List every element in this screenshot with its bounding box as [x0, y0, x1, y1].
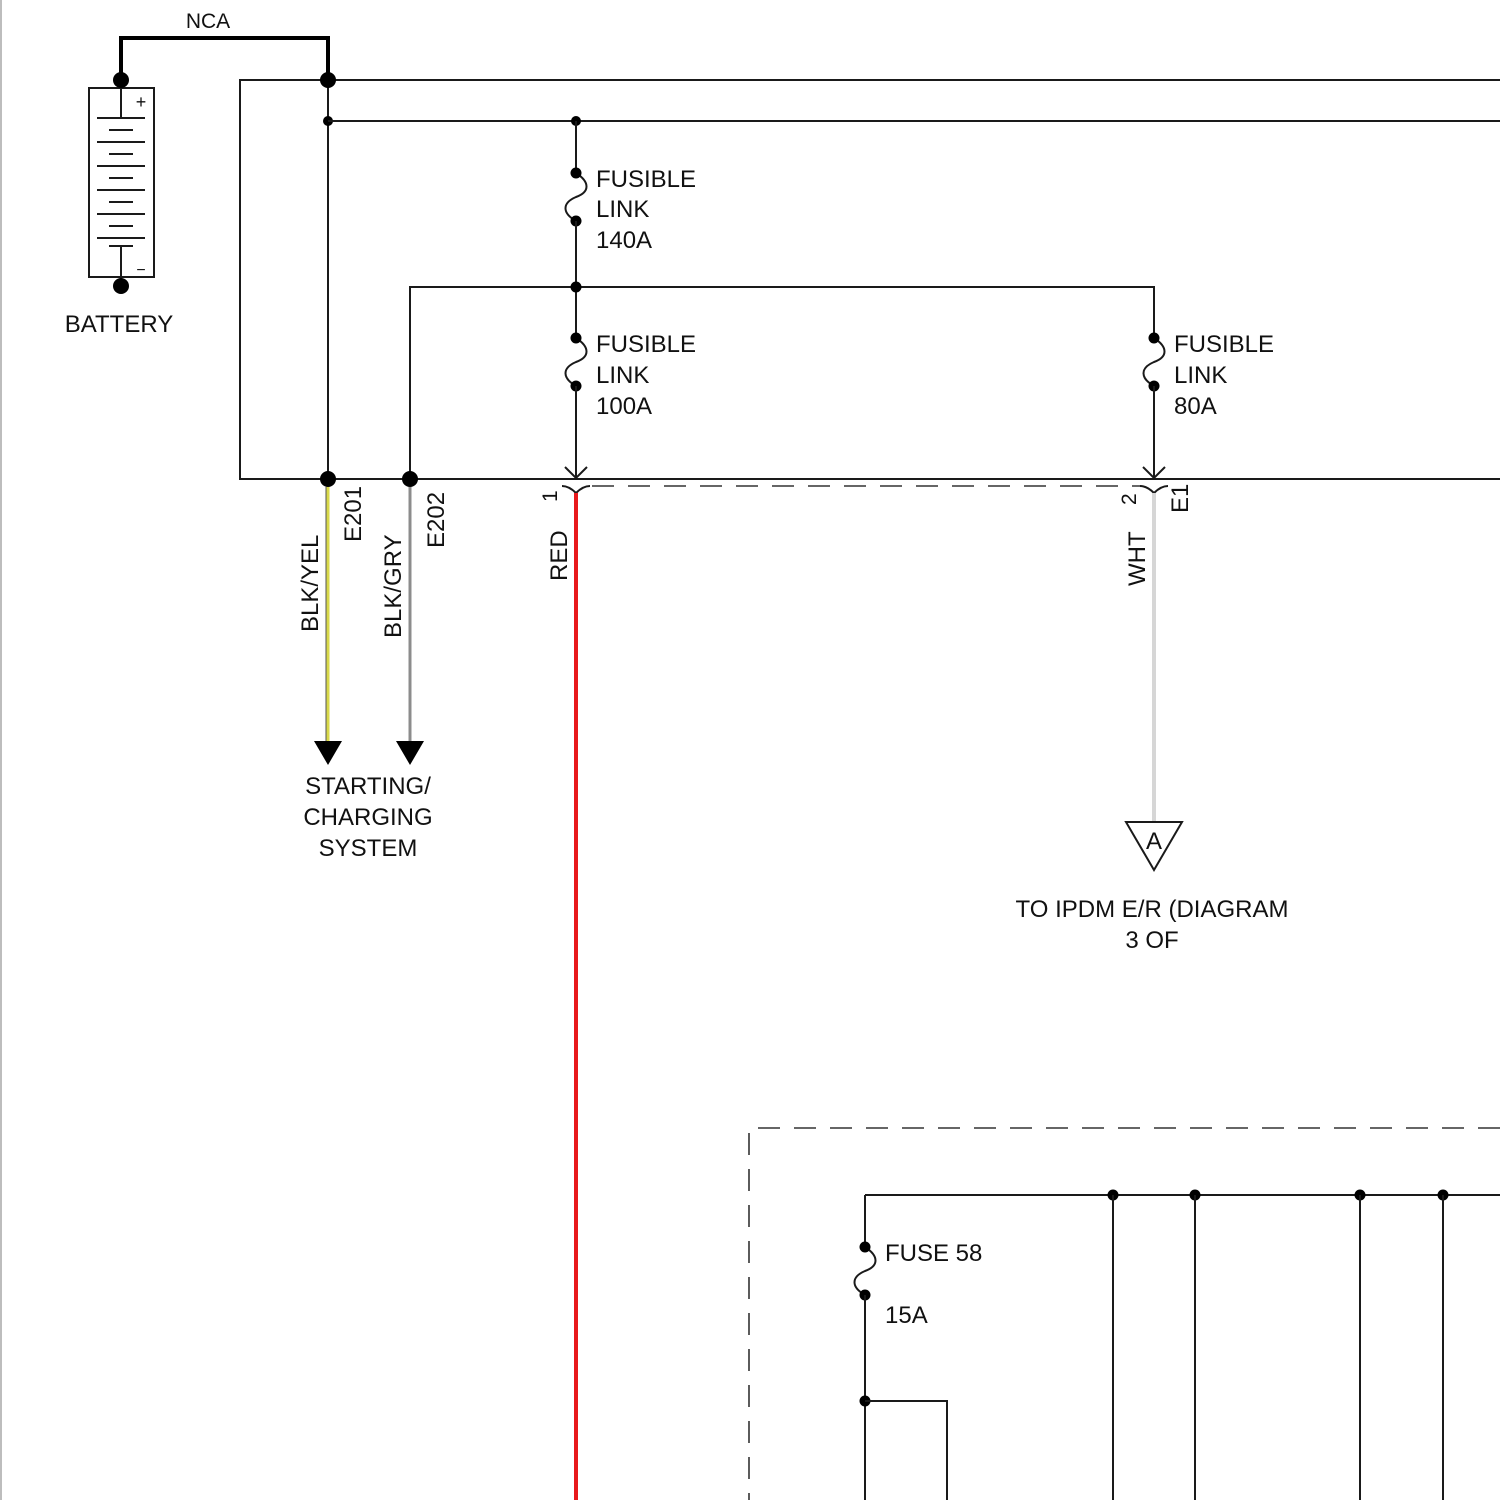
battery-minus: − — [136, 262, 145, 279]
wire-label-red: RED — [546, 530, 573, 581]
connector-e1-pin2: 2 — [1118, 493, 1141, 505]
fl140-line2: LINK — [596, 196, 649, 223]
fl100-line2: LINK — [596, 362, 649, 389]
fl140-line1: FUSIBLE — [596, 166, 696, 193]
offpage-line2: 3 OF — [1125, 927, 1178, 954]
fl100-rating: 100A — [596, 393, 652, 420]
nca-label: NCA — [186, 10, 230, 33]
fusible-link-box — [240, 80, 1500, 479]
fuse-58 — [855, 1247, 876, 1295]
starting-line2: CHARGING — [303, 804, 432, 831]
arrow-blk-yel — [314, 741, 342, 765]
arrow-blk-gry — [396, 741, 424, 765]
nca-wire — [121, 38, 328, 80]
fl80-line1: FUSIBLE — [1174, 331, 1274, 358]
fl80-rating: 80A — [1174, 393, 1217, 420]
battery-plus: + — [136, 92, 147, 112]
connector-e1: E1 — [1167, 484, 1194, 513]
fuse58-rating: 15A — [885, 1302, 928, 1329]
wire-label-blk-gry: BLK/GRY — [380, 534, 407, 638]
ipdm-box-outline — [749, 1128, 1500, 1500]
fl100-line1: FUSIBLE — [596, 331, 696, 358]
fuse58-name: FUSE 58 — [885, 1240, 982, 1267]
offpage-symbol: A — [1146, 828, 1162, 855]
fl80-line2: LINK — [1174, 362, 1227, 389]
fusible-link-80a — [1144, 338, 1165, 386]
connector-e1-pin1: 1 — [539, 490, 562, 502]
wire-label-blk-yel: BLK/YEL — [297, 535, 324, 632]
fusible-link-140a — [566, 173, 587, 221]
offpage-line1: TO IPDM E/R (DIAGRAM — [1016, 896, 1289, 923]
starting-line1: STARTING/ — [305, 773, 431, 800]
battery-label: BATTERY — [65, 311, 173, 338]
wire-label-wht: WHT — [1124, 531, 1151, 586]
connector-e202: E202 — [423, 492, 450, 548]
fusible-link-100a — [566, 338, 587, 386]
connector-e201: E201 — [340, 486, 367, 542]
fl140-rating: 140A — [596, 227, 652, 254]
starting-line3: SYSTEM — [319, 835, 418, 862]
